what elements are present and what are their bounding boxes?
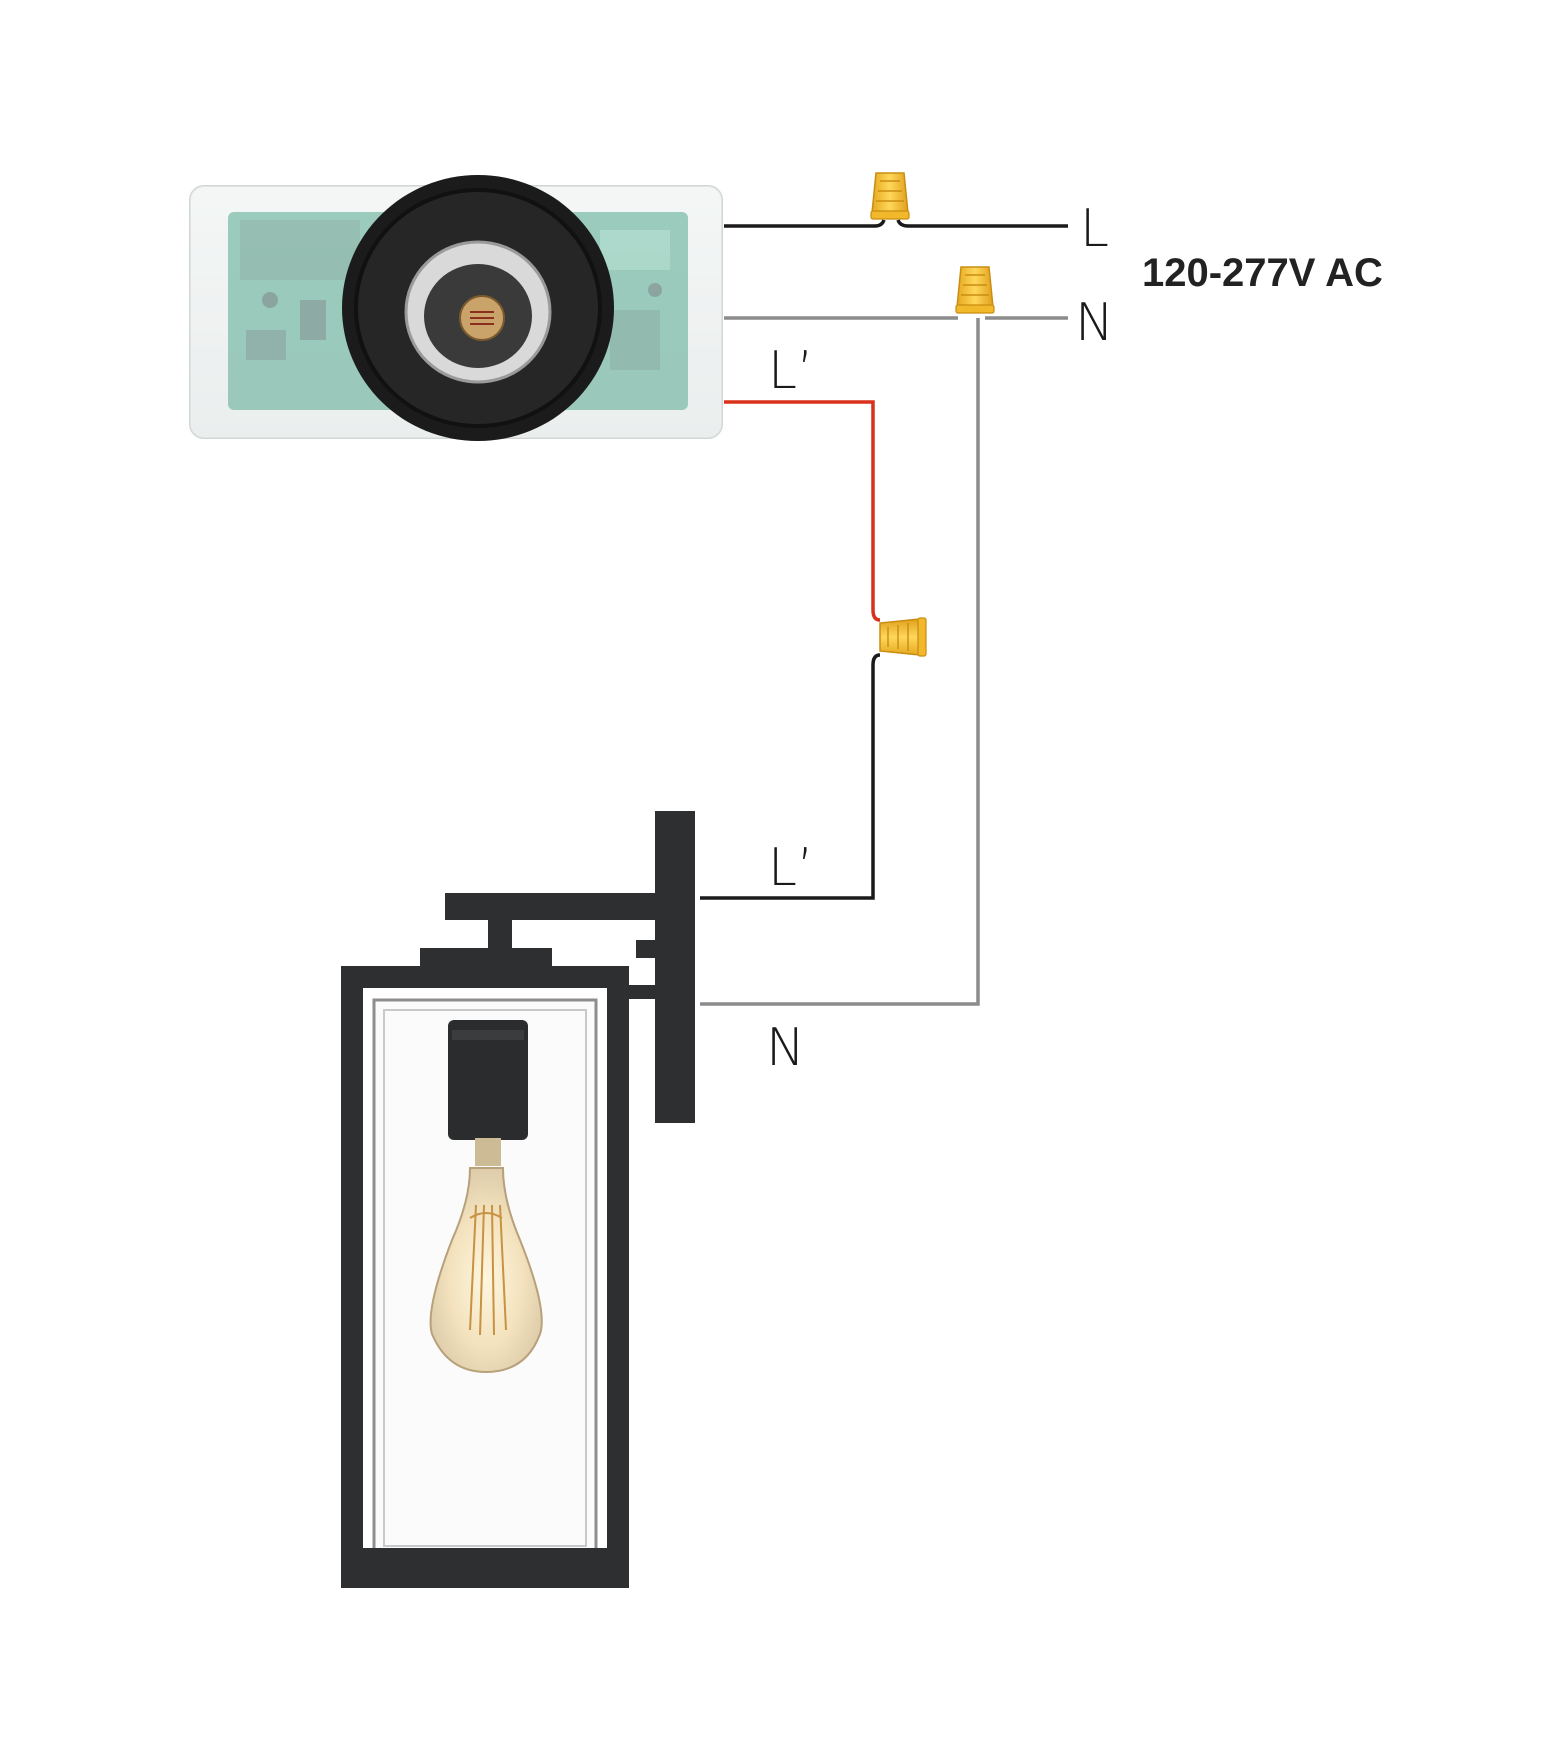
photocell-sensor-icon [189, 175, 723, 441]
sensor-switched-line-label: L’ [768, 341, 814, 401]
edison-bulb-icon [429, 1138, 543, 1374]
wire-nut-icon [879, 617, 927, 657]
supply-neutral-label: N [1075, 293, 1114, 353]
supply-line-label: L [1080, 199, 1109, 259]
wire-nut-icon [870, 172, 910, 220]
fixture-neutral-label: N [766, 1018, 805, 1078]
lantern-fixture-icon [341, 811, 695, 1588]
wire-switched-line [700, 400, 881, 900]
wire-neutral [700, 316, 1068, 1006]
wire-line-supply [724, 219, 1068, 228]
supply-voltage-label: 120-277V AC [1142, 251, 1383, 295]
fixture-switched-line-label: L’ [768, 838, 814, 898]
sensor-eye [342, 175, 614, 441]
wire-nut-icon [955, 266, 995, 314]
